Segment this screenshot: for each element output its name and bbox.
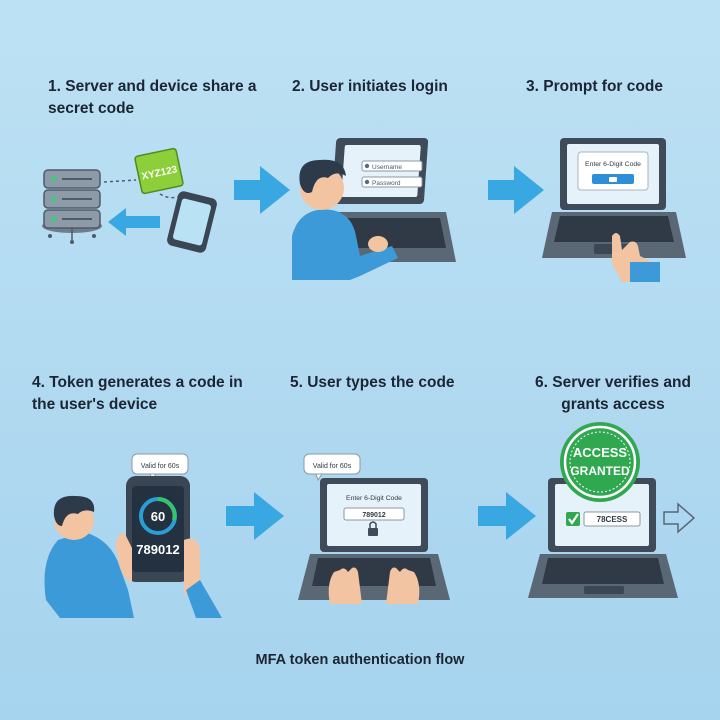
code-entry-laptop: Valid for 60s Enter 6-Digit Code 789012 <box>298 453 450 604</box>
secret-code-tag: XYZ123 <box>134 147 184 195</box>
access-granted-badge: ACCESS GRANTED <box>560 422 640 502</box>
code-prompt-laptop: Enter 6-Digit Code <box>542 138 686 282</box>
password-field: Password <box>372 180 401 187</box>
prompt-text-step5: Enter 6-Digit Code <box>346 495 402 502</box>
arrow-step4-to-5 <box>226 492 284 540</box>
step-3-title: 3. Prompt for code <box>526 78 663 95</box>
badge-line-1: ACCESS <box>573 445 628 460</box>
token-phone-illustration: Valid for 60s 60 789012 <box>44 453 222 618</box>
step-4-title: 4. Token generates a code in the user's … <box>32 374 243 413</box>
arrow-to-server <box>108 208 160 236</box>
arrow-step2-to-3 <box>488 166 544 214</box>
step-1-title: 1. Server and device share a secret code <box>48 78 257 117</box>
verified-code: 78CESS <box>597 515 628 524</box>
arrow-step5-to-6 <box>478 492 536 540</box>
badge-line-2: GRANTED <box>570 464 630 478</box>
token-code: 789012 <box>136 542 179 557</box>
step-6-title: 6. Server verifies and grants access <box>535 374 691 413</box>
arrow-step1-to-2 <box>234 166 290 214</box>
token-validity-bubble: Valid for 60s <box>141 463 180 470</box>
diagram-caption: MFA token authentication flow <box>255 652 465 668</box>
access-granted-laptop: 78CESS ACCESS GRANTED <box>528 422 696 598</box>
step-2-title: 2. User initiates login <box>292 78 448 95</box>
sync-line <box>103 179 137 183</box>
username-field: Username <box>372 164 402 171</box>
token-countdown: 60 <box>151 509 165 524</box>
arrow-right-outline-icon <box>663 502 696 534</box>
server-icon <box>42 169 102 244</box>
user-login-illustration: Username Password <box>292 138 456 280</box>
entry-validity-bubble: Valid for 60s <box>313 463 352 470</box>
prompt-text-step3: Enter 6-Digit Code <box>585 161 641 168</box>
typed-code: 789012 <box>362 512 385 519</box>
step-5-title: 5. User types the code <box>290 374 455 391</box>
phone-icon <box>167 191 217 253</box>
